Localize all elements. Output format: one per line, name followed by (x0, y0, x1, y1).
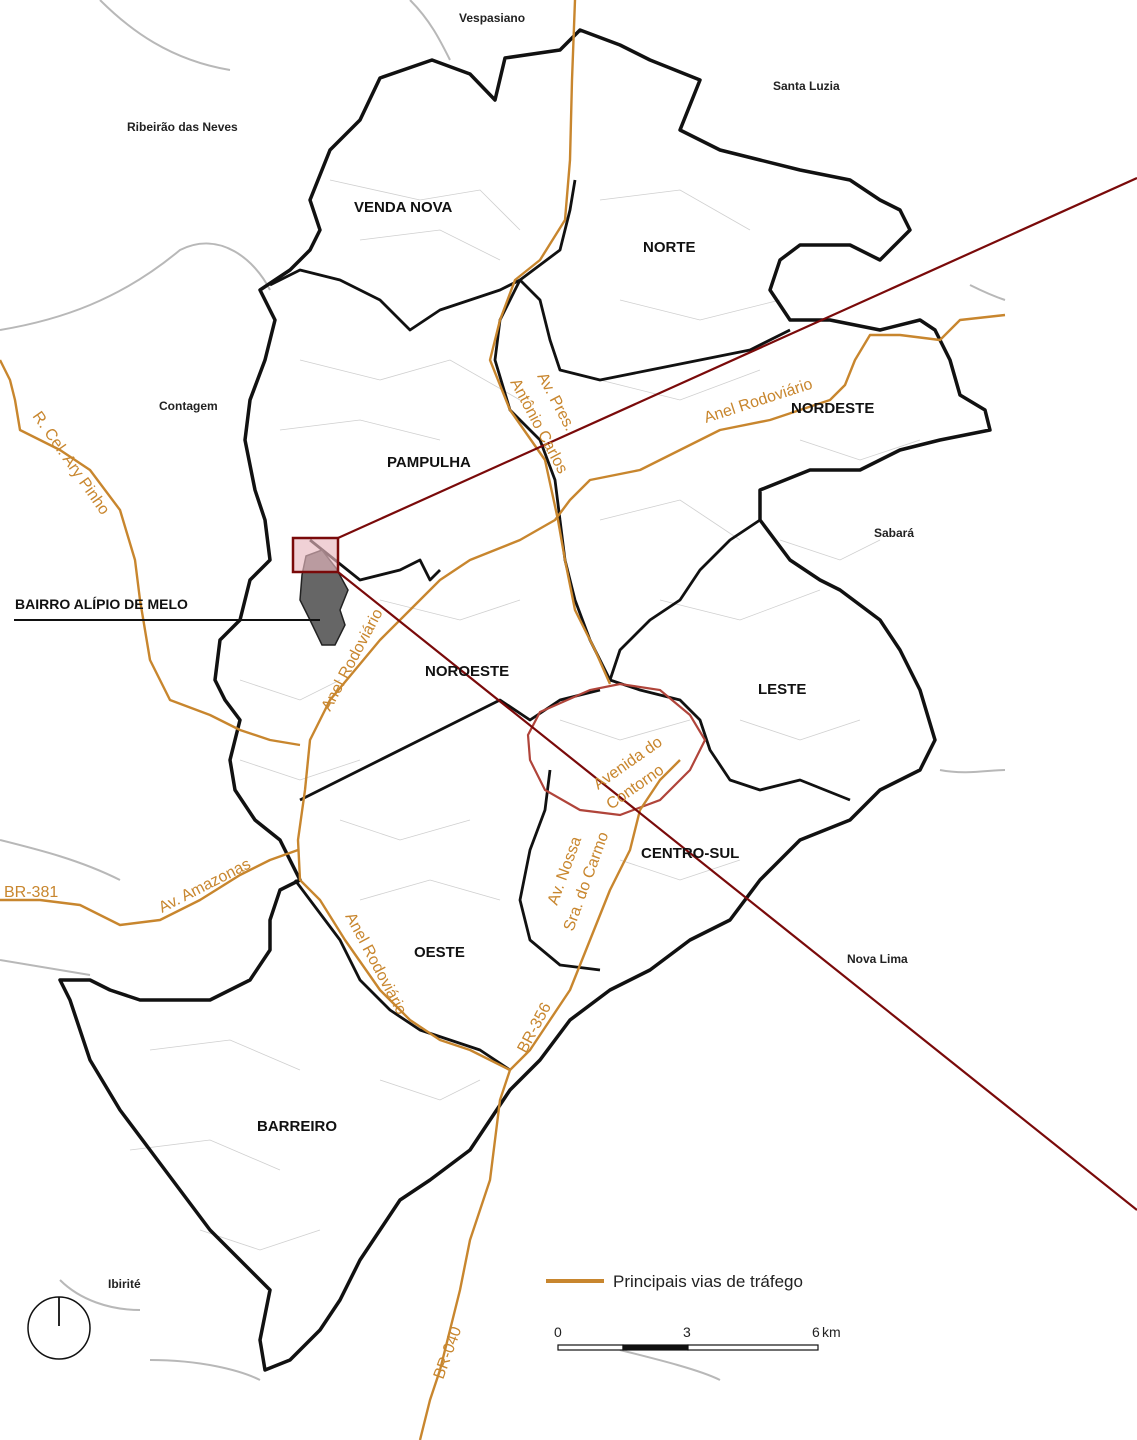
road-ary-pinho (0, 359, 301, 747)
north-arrow-icon (27, 1296, 91, 1360)
label-norte: NORTE (643, 239, 696, 256)
road-anel-rodoviario (296, 313, 1006, 1072)
label-leste: LESTE (758, 681, 806, 698)
label-oeste: OESTE (414, 944, 465, 961)
region-labels: VENDA NOVA NORTE NORDESTE PAMPULHA NOROE… (257, 199, 874, 1135)
road-br356 (509, 809, 642, 1071)
legend: Principais vias de tráfego (546, 1272, 803, 1291)
road-antonio-carlos (488, 0, 612, 685)
label-santa-luzia: Santa Luzia (773, 79, 840, 93)
scale-tick-6: 6 (812, 1324, 820, 1340)
label-br-040: BR-040 (431, 1324, 466, 1381)
label-centro-sul: CENTRO-SUL (641, 845, 739, 862)
label-ibirite: Ibirité (108, 1277, 141, 1291)
surrounding-boundaries (0, 0, 1006, 1381)
road-amazonas (0, 848, 299, 927)
road-nossa-sra (639, 759, 681, 811)
label-nordeste: NORDESTE (791, 400, 874, 417)
label-barreiro: BARREIRO (257, 1118, 337, 1135)
label-noroeste: NOROESTE (425, 663, 509, 680)
legend-label: Principais vias de tráfego (613, 1272, 803, 1291)
callout-label: BAIRRO ALÍPIO DE MELO (15, 596, 188, 612)
scale-tick-3: 3 (683, 1324, 691, 1340)
label-ribeirao-das-neves: Ribeirão das Neves (127, 120, 238, 134)
label-nova-lima: Nova Lima (847, 952, 908, 966)
zoom-lines (337, 176, 1137, 1211)
scale-tick-0: 0 (554, 1324, 562, 1340)
label-contagem: Contagem (159, 399, 218, 413)
label-br-381: BR-381 (4, 884, 58, 901)
neighborhood-texture (129, 179, 921, 1251)
city-outer-boundary (58, 28, 992, 1372)
scale-bar: 0 3 6 km (554, 1324, 841, 1351)
scale-unit: km (822, 1324, 841, 1340)
contorno-loop (526, 682, 707, 817)
label-pampulha: PAMPULHA (387, 454, 471, 471)
road-br040 (418, 1069, 512, 1440)
principal-roads (0, 0, 1006, 1440)
highlight-box (291, 536, 340, 574)
label-vespasiano: Vespasiano (459, 11, 525, 25)
municipality-labels: Vespasiano Santa Luzia Ribeirão das Neve… (108, 11, 914, 1291)
label-av-amazonas: Av. Amazonas (156, 856, 254, 917)
label-venda-nova: VENDA NOVA (354, 199, 453, 216)
label-sabara: Sabará (874, 526, 914, 540)
label-ary-pinho: R. Cel. Ary Pinho (29, 409, 113, 519)
